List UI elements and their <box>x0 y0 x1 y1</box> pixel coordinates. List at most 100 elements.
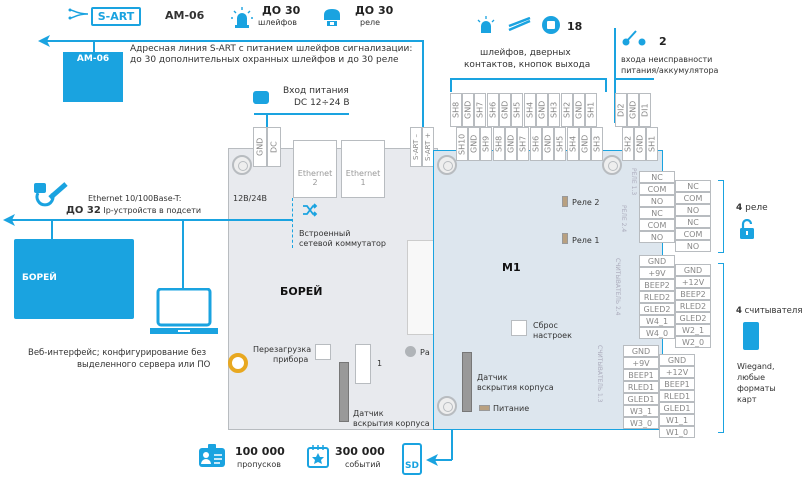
terminal-nc: NC <box>639 171 675 183</box>
terminal-sh4: SH4 <box>567 127 579 161</box>
reset-button[interactable] <box>511 320 527 336</box>
readers-desc-3: форматы <box>737 384 776 393</box>
reset-label-1: Сброс <box>533 321 558 330</box>
power-plug-icon <box>253 91 269 104</box>
passes-count: 100 000 <box>235 445 285 458</box>
terminal-gnd: GND <box>623 345 659 357</box>
jumper-label: 12В/24В <box>233 194 268 203</box>
arrow-left-icon <box>38 35 50 47</box>
terminal-sh7: SH7 <box>474 93 486 127</box>
arrow-left-icon <box>426 454 438 466</box>
terminal-+9v: +9V <box>623 357 659 369</box>
ethernet-line-1: Ethernet 10/100Base-T: <box>88 194 182 203</box>
power-drop <box>266 113 268 127</box>
terminal-w4_1: W4_1 <box>639 315 675 327</box>
calendar-icon <box>307 445 329 468</box>
terminal-beep1: BEEP1 <box>659 378 695 390</box>
terminal-beep2: BEEP2 <box>675 288 711 300</box>
power-label-2: DC 12÷24 В <box>294 98 350 108</box>
boreal-device-thumb: БОРЕЙ <box>14 239 134 319</box>
exit-button-icon <box>542 16 560 34</box>
am06-drop-line <box>93 40 95 52</box>
terminal-+12v: +12V <box>675 276 711 288</box>
fault-line <box>614 28 616 123</box>
relay1-chip <box>562 233 568 244</box>
sart-connection-line <box>422 40 424 153</box>
terminal-gnd: GND <box>499 93 511 127</box>
terminal-gnd: GND <box>462 93 474 127</box>
terminal-rled1: RLED1 <box>659 390 695 402</box>
loops-label: шлейфов <box>258 18 298 27</box>
terminal-no: NO <box>639 231 675 243</box>
sd-card-icon: SD <box>402 443 422 475</box>
terminal-sh3: SH3 <box>548 93 560 127</box>
terminal-dc: DC <box>267 127 281 167</box>
relay-bracket <box>718 180 724 253</box>
terminal-w2_1: W2_1 <box>675 324 711 336</box>
terminal-gled2: GLED2 <box>639 303 675 315</box>
sd-drop <box>451 430 453 460</box>
sart-description-1: Адресная линия S-ART с питанием шлейфов … <box>130 44 413 54</box>
passes-label: пропусков <box>237 460 282 469</box>
terminal-w1_1: W1_1 <box>659 414 695 426</box>
terminal-sh7: SH7 <box>517 127 529 161</box>
terminal-beep2: BEEP2 <box>639 279 675 291</box>
relays-info-count: 4 <box>736 203 743 213</box>
terminal-w3_1: W3_1 <box>623 405 659 417</box>
ethernet-port-1[interactable]: Ethernet 1 <box>341 140 385 198</box>
terminal-sh6: SH6 <box>530 127 542 161</box>
relays-info: 4 реле <box>736 203 768 214</box>
terminal-sh2: SH2 <box>622 127 634 161</box>
terminal-gnd: GND <box>639 255 675 267</box>
network-switch-icon <box>303 203 318 217</box>
lock-icon <box>740 219 754 239</box>
mount-hole <box>437 155 457 175</box>
terminal-beep1: BEEP1 <box>623 369 659 381</box>
readers-desc-1: Wiegand, <box>737 362 775 371</box>
reset-label-2: настроек <box>533 331 572 340</box>
switch-dashed-line <box>292 198 293 248</box>
fault-label-1: входа неисправности <box>621 55 713 64</box>
terminal-gnd: GND <box>573 93 585 127</box>
am06-title: AM-06 <box>165 9 205 22</box>
terminal-gnd: GND <box>659 354 695 366</box>
ethernet-1-num: 1 <box>360 178 366 187</box>
terminal-w2_0: W2_0 <box>675 336 711 348</box>
switch-icon <box>622 30 646 46</box>
fault-bracket-top <box>614 78 654 80</box>
terminal-gnd: GND <box>627 93 639 127</box>
inputs-count: 18 <box>567 20 583 33</box>
reboot-label-1: Перезагрузка <box>253 345 312 354</box>
wire-icon <box>68 8 89 20</box>
relay2-chip <box>562 196 568 207</box>
ethernet-port-2[interactable]: Ethernet 2 <box>293 140 337 198</box>
terminal-di1: DI1 <box>639 93 651 127</box>
terminal-gnd: GND <box>505 127 517 161</box>
ethernet-line <box>8 219 228 221</box>
boreal-thumb-label: БОРЕЙ <box>22 273 57 283</box>
mount-hole <box>602 155 622 175</box>
siren-icon <box>477 16 495 33</box>
fuse-ring <box>228 353 248 373</box>
relay-icon <box>324 9 340 26</box>
inputs-label-1: шлейфов, дверных <box>480 48 571 58</box>
readers-info-label: считывателя <box>744 306 803 316</box>
ethernet-cable-icon <box>34 182 68 207</box>
device-drop <box>51 219 53 239</box>
laptop-icon <box>150 288 218 334</box>
terminal-nc: NC <box>675 216 711 228</box>
mount-hole <box>232 155 252 175</box>
terminal-nc: NC <box>675 180 711 192</box>
terminal-gnd: GND <box>253 127 267 167</box>
readers-desc-4: карт <box>737 395 757 404</box>
terminal-sh3: SH3 <box>591 127 603 161</box>
relay24-silk: РЕЛЕ 2.4 <box>620 205 627 233</box>
terminal-com: COM <box>675 228 711 240</box>
terminal-gled2: GLED2 <box>675 312 711 324</box>
reboot-button[interactable] <box>315 344 331 360</box>
terminal-sh5: SH5 <box>554 127 566 161</box>
partial-label: Ра <box>420 348 430 357</box>
fault-count: 2 <box>659 35 667 48</box>
terminal-+12v: +12V <box>659 366 695 378</box>
switch-label-2: сетевой коммутатор <box>299 239 386 248</box>
